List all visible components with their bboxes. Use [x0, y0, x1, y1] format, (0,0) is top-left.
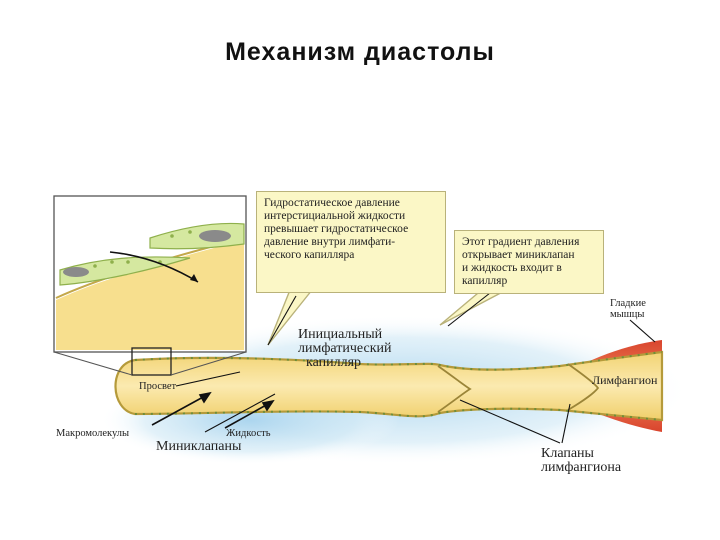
callout-line: Гидростатическое давление [264, 197, 400, 209]
label-line: лимфангиона [541, 460, 622, 475]
label-line: мышцы [610, 309, 645, 320]
label-line: лимфатический [298, 341, 392, 356]
label-line: капилляр [306, 355, 362, 370]
fluid-flow-arrows [151, 391, 275, 429]
label-pointer-lines [175, 292, 656, 444]
macromolecules-label: Макромолекулы [56, 428, 130, 439]
label-line: Клапаны [541, 446, 594, 461]
callout-line: интерстициальной жидкости [264, 210, 406, 222]
magnification-indicator [53, 347, 247, 376]
callout-line: открывает миниклапан [462, 249, 575, 261]
pressure-gradient-callout: Этот градиент давления открывает миникла… [454, 230, 604, 294]
callout-line: ческого капилляра [264, 249, 355, 261]
label-line: Гладкие [610, 298, 646, 309]
smooth-muscles-label: Гладкие мышцы [610, 298, 646, 320]
initial-capillary-label: Инициальный лимфатический капилляр [298, 328, 391, 370]
lymphangion-label: Лимфангион [592, 373, 658, 387]
callout-line: капилляр [462, 275, 508, 287]
slide-title: Механизм диастолы [225, 38, 495, 66]
label-line: Инициальный [298, 327, 383, 342]
initial-lymphatic-capillary [114, 350, 664, 422]
fluid-label: Жидкость [226, 428, 271, 439]
callout-line: превышает гидростатическое [264, 223, 409, 235]
hydrostatic-pressure-callout: Гидростатическое давление интерстициальн… [256, 191, 446, 293]
minivalves-label: Миниклапаны [156, 439, 242, 454]
callout-line: и жидкость входит в [462, 262, 562, 274]
lymphangion-valves-label: Клапаны лимфангиона [541, 447, 621, 475]
callout-line: давление внутри лимфати- [264, 236, 396, 248]
callout-line: Этот градиент давления [462, 236, 580, 248]
magnified-inset [53, 195, 247, 353]
lymphangion-valves [437, 363, 600, 413]
lumen-label: Просвет [139, 381, 177, 392]
